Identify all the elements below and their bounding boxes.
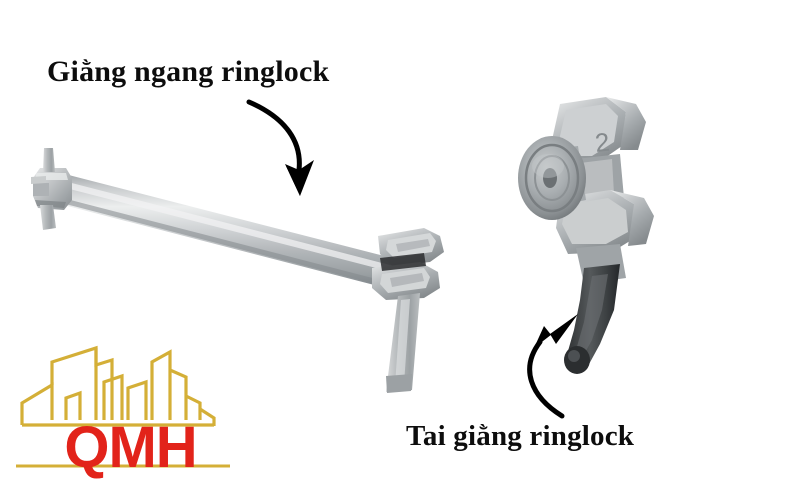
- ear-stamp-number: 2: [593, 127, 611, 158]
- logo-qmh: QMH: [18, 345, 243, 490]
- logo-wordmark: QMH: [64, 415, 197, 480]
- logo-skyline-icon: [20, 345, 216, 427]
- label-ear: Tai giằng ringlock: [406, 420, 635, 452]
- ledger-right-wedge-head: [372, 228, 444, 300]
- ledger-left-wedge-pin: [31, 148, 56, 230]
- ledger-tube: [52, 172, 392, 288]
- ringlock-ear-wedge-tail: [564, 264, 620, 374]
- ledger-right-wedge-pin: [386, 293, 420, 393]
- arrow-to-ledger: [246, 99, 314, 196]
- label-ledger: Giằng ngang ringlock: [47, 55, 330, 88]
- arrow-to-ear: [527, 314, 578, 419]
- ringlock-ear-body: [518, 97, 654, 284]
